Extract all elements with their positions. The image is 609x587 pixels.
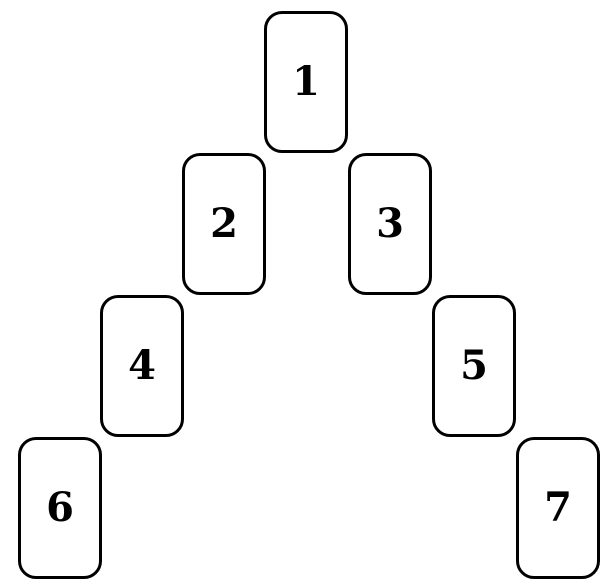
card-4-label: 4 — [128, 342, 156, 389]
card-7-label: 7 — [544, 484, 572, 531]
card-6: 6 — [18, 437, 102, 579]
card-2: 2 — [182, 153, 266, 295]
card-3: 3 — [348, 153, 432, 295]
card-5: 5 — [432, 295, 516, 437]
card-6-label: 6 — [46, 484, 74, 531]
card-5-label: 5 — [460, 342, 488, 389]
card-4: 4 — [100, 295, 184, 437]
card-2-label: 2 — [210, 200, 238, 247]
card-3-label: 3 — [376, 200, 404, 247]
card-1: 1 — [264, 11, 348, 153]
card-1-label: 1 — [292, 58, 320, 105]
card-7: 7 — [516, 437, 600, 579]
